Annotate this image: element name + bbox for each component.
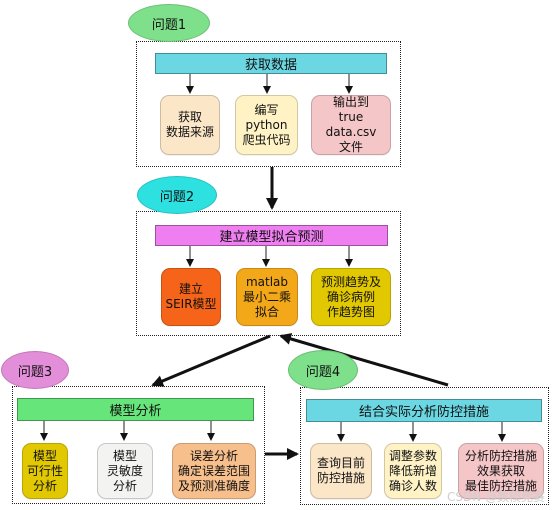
tag-section4: 问题4 bbox=[288, 350, 358, 390]
tag-section3: 问题3 bbox=[1, 351, 69, 389]
header-section4: 结合实际分析防控措施 bbox=[306, 399, 542, 422]
node-s1-data-source: 获取 数据来源 bbox=[160, 95, 220, 155]
tag-section1: 问题1 bbox=[128, 4, 210, 42]
header-section1: 获取数据 bbox=[155, 53, 387, 74]
node-s4-best-measures: 分析防控措施 效果获取 最佳防控措施 bbox=[458, 443, 544, 499]
flow-arrow-s4-to-s2 bbox=[279, 333, 449, 387]
node-s1-python-crawler: 编写 python 爬虫代码 bbox=[235, 95, 298, 155]
header-section3: 模型分析 bbox=[17, 398, 254, 421]
node-s2-matlab-fit: matlab 最小二乘 拟合 bbox=[236, 268, 298, 326]
node-s3-error-analysis: 误差分析 确定误差范围 及预测准确度 bbox=[172, 443, 256, 499]
section4-container bbox=[300, 387, 549, 505]
node-s4-query-measures: 查询目前 防控措施 bbox=[310, 443, 372, 499]
header-section2: 建立模型拟合预测 bbox=[155, 225, 388, 246]
flow-arrow-s2-to-s3 bbox=[151, 334, 271, 387]
node-s2-seir-model: 建立 SEIR模型 bbox=[161, 268, 221, 326]
watermark: CSDN @数模竞赛 bbox=[446, 490, 545, 504]
node-s1-output-csv: 输出到 true data.csv 文件 bbox=[311, 95, 391, 155]
node-s2-predict-trend: 预测趋势及 确诊病例 作趋势图 bbox=[311, 268, 391, 326]
section1-container bbox=[136, 41, 401, 167]
tag-section2: 问题2 bbox=[137, 176, 217, 214]
section3-container bbox=[12, 386, 265, 504]
node-s4-adjust-params: 调整参数 降低新增 确诊人数 bbox=[384, 443, 442, 499]
node-s3-feasibility: 模型 可行性 分析 bbox=[22, 443, 68, 499]
node-s3-sensitivity: 模型 灵敏度 分析 bbox=[97, 443, 153, 499]
